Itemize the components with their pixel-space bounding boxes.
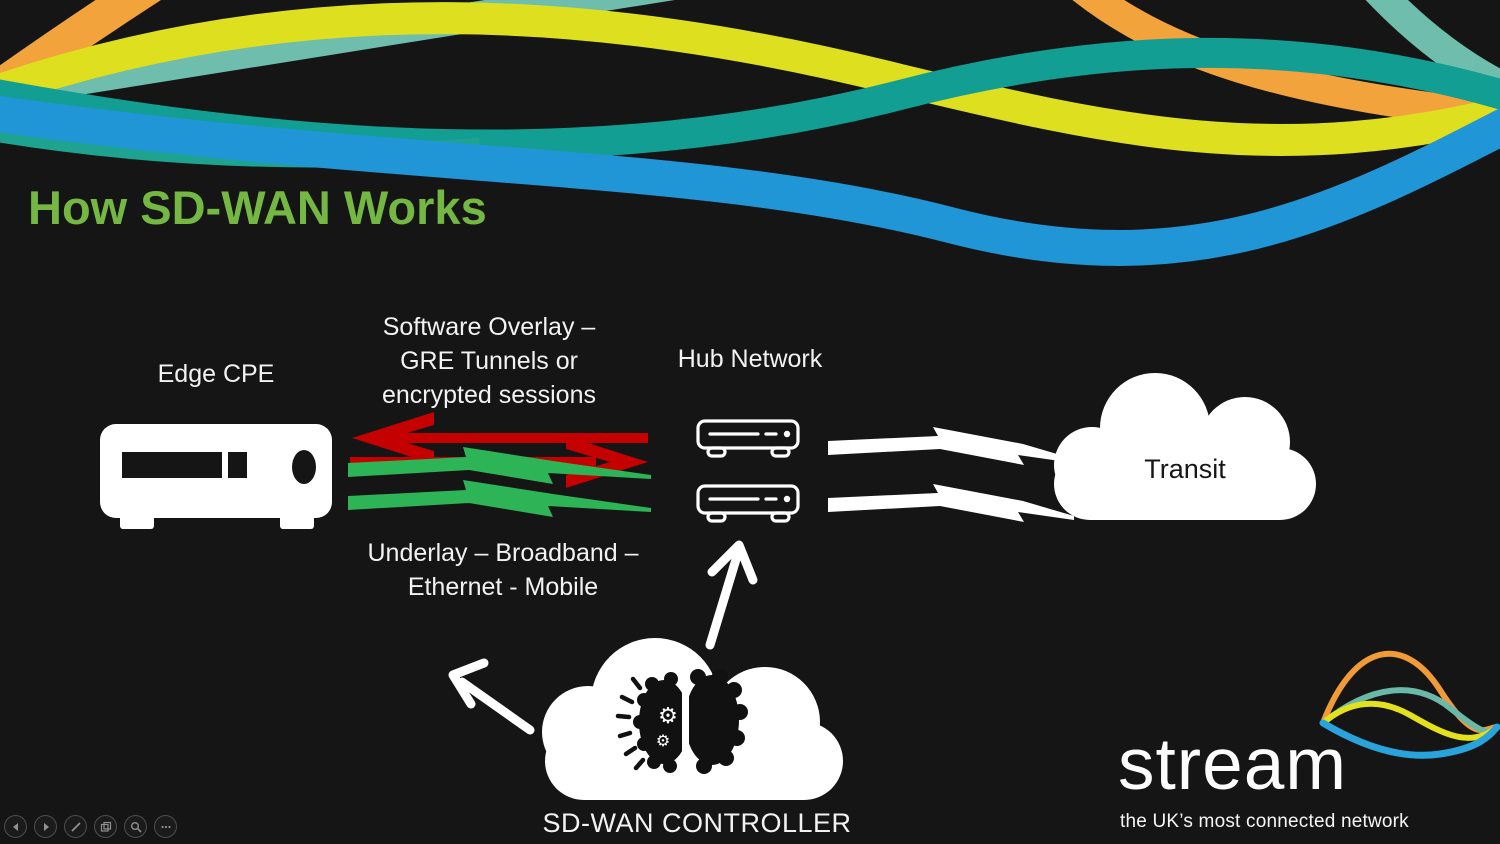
next-slide-button[interactable] — [34, 815, 57, 838]
hub-network-label: Hub Network — [677, 345, 823, 373]
ribbon-yellow — [0, 2, 1500, 156]
overlay-line-3: encrypted sessions — [381, 381, 596, 409]
sdwan-controller-label: SD-WAN CONTROLLER — [542, 808, 852, 838]
stream-tagline: the UK’s most connected network — [1120, 811, 1409, 832]
green-bolt-icon — [348, 447, 651, 484]
stream-wordmark: stream — [1118, 724, 1348, 805]
overlay-arrows-icon — [350, 412, 648, 488]
controller-to-edge-arrow-icon — [448, 658, 535, 735]
hub-router-icon — [696, 484, 800, 523]
overlay-line-2: GRE Tunnels or — [400, 347, 578, 375]
ribbon-blue — [0, 95, 1500, 266]
magnifier-icon — [130, 821, 141, 832]
pen-tools-button[interactable] — [64, 815, 87, 838]
edge-cpe-label: Edge CPE — [157, 360, 275, 388]
gear-icon: ⚙ — [658, 704, 678, 729]
controller-to-hub-arrow-icon — [705, 540, 758, 650]
white-bolt-icon — [828, 484, 1074, 522]
software-overlay-label: Software Overlay – GRE Tunnels or encryp… — [328, 310, 650, 412]
green-bolt-icon — [348, 480, 651, 517]
zoom-slide-button[interactable] — [124, 815, 147, 838]
previous-slide-icon — [12, 822, 18, 831]
more-options-button[interactable] — [154, 815, 177, 838]
stream-logo-wave-icon — [1319, 650, 1500, 759]
transit-label: Transit — [1144, 454, 1226, 484]
top-wave-ribbons-decoration — [0, 0, 1500, 266]
next-slide-icon — [43, 822, 49, 831]
pen-icon — [71, 822, 80, 831]
red-arrow-left-icon — [352, 412, 648, 464]
stream-logo: stream the UK’s most connected network — [1110, 648, 1500, 844]
underlay-links-icon — [348, 447, 651, 517]
underlay-label: Underlay – Broadband – Ethernet - Mobile — [335, 536, 671, 604]
edge-cpe-device-icon — [100, 424, 332, 529]
brain-icon: ⚙ ⚙ — [615, 668, 748, 774]
gear-icon: ⚙ — [656, 731, 670, 750]
see-all-slides-button[interactable] — [94, 815, 117, 838]
page-title: How SD-WAN Works — [28, 181, 487, 234]
ellipsis-icon — [160, 825, 171, 828]
underlay-line-2: Ethernet - Mobile — [407, 573, 599, 601]
white-bolt-icon — [828, 427, 1074, 465]
transit-links-icon — [828, 427, 1074, 522]
previous-slide-button[interactable] — [4, 815, 27, 838]
transit-cloud-icon — [1054, 373, 1316, 520]
underlay-line-1: Underlay – Broadband – — [367, 539, 639, 567]
overlay-line-1: Software Overlay – — [382, 313, 596, 341]
hub-router-icon — [696, 419, 800, 458]
all-slides-icon — [100, 821, 111, 832]
presenter-controls — [4, 815, 177, 838]
spark-dashes-icon — [615, 676, 646, 771]
